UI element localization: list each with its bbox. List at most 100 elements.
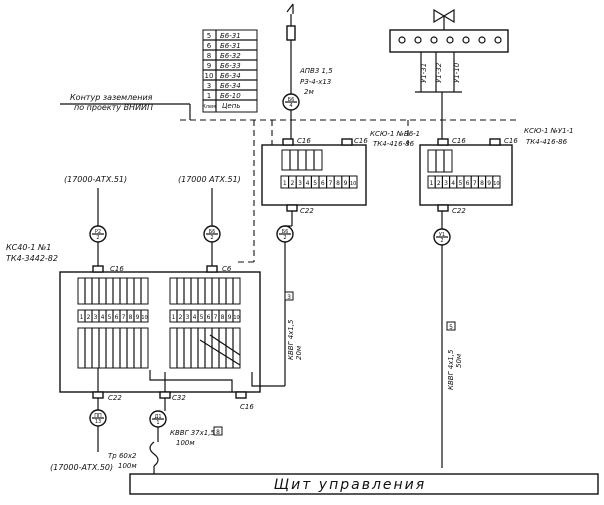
svg-text:5: 5 [458, 180, 462, 187]
box-b6-type: ТК4-416-86 [373, 140, 415, 148]
svg-text:13: 13 [95, 419, 101, 425]
svg-text:ПП: ПП [94, 413, 102, 419]
svg-text:С22: С22 [300, 207, 314, 215]
table-row-3-circuit: Б6-33 [220, 62, 241, 70]
cable-top-label: АПВ3 1,5 [299, 67, 333, 75]
svg-text:2: 2 [210, 235, 213, 241]
table-row-1-circuit: Б6-31 [220, 42, 241, 50]
bottom-left-feed: ПП 13 (17000-АТХ.50) [50, 398, 113, 472]
sensor-label-2: У1-32 [435, 62, 443, 83]
box-b6-terminal-strip: 1 2 3 4 5 6 7 8 9 10 [280, 175, 358, 189]
cable-length-50: 50м [455, 353, 463, 368]
control-panel: Щит управления [129, 473, 599, 495]
table-row-6-circuit: Б6-10 [220, 92, 241, 100]
table-row-2-circuit: Б6-32 [220, 52, 241, 60]
svg-text:Б6: Б6 [209, 229, 216, 235]
junction-box-u1: С16 С16 С22 КСЮ-1 №У1-1 ТК4-416-86 1 2 3… [419, 127, 574, 468]
cable-length-100b: 100м [118, 462, 137, 470]
svg-text:5: 5 [313, 180, 317, 187]
svg-text:9: 9 [228, 314, 232, 321]
grounding-contour: Контур заземления по проекту ВНИИП [60, 93, 520, 263]
svg-text:С16: С16 [240, 403, 254, 411]
svg-text:6: 6 [115, 314, 119, 321]
svg-text:2: 2 [87, 314, 91, 321]
table-row-5-term: 3 [207, 82, 211, 90]
svg-text:6: 6 [207, 314, 211, 321]
cable-top-spec: РЗ-4-х13 [300, 78, 331, 86]
svg-text:2: 2 [290, 180, 294, 187]
svg-text:9: 9 [344, 180, 348, 187]
svg-text:10: 10 [493, 181, 499, 187]
svg-text:4: 4 [306, 180, 310, 187]
svg-text:2: 2 [179, 314, 183, 321]
svg-text:2: 2 [96, 235, 99, 241]
cable-length-20: 20м [295, 345, 303, 360]
svg-text:8: 8 [221, 314, 225, 321]
svg-text:Д1: Д1 [154, 414, 161, 420]
svg-text:2: 2 [437, 180, 441, 187]
svg-text:10: 10 [141, 315, 147, 321]
box-b6-wire-tags [281, 149, 323, 171]
svg-text:С22: С22 [452, 207, 466, 215]
table-row-6-term: 1 [207, 92, 211, 100]
svg-text:4: 4 [289, 103, 292, 109]
svg-text:4: 4 [193, 314, 197, 321]
box-main-type: ТК4-3442-82 [6, 254, 58, 263]
sensor-label-1: У1-31 [420, 63, 428, 83]
svg-text:С32: С32 [172, 394, 186, 402]
svg-text:8: 8 [480, 180, 484, 187]
svg-text:7: 7 [328, 180, 332, 187]
main-terminal-strip-left: 1 2 3 4 5 6 7 8 9 10 [77, 309, 149, 323]
table-row-0-circuit: Б6-31 [220, 32, 241, 40]
cable-kvvg-37: КВВГ 37х1,5 [170, 429, 215, 437]
ref-bottom: (17000-АТХ.50) [50, 463, 113, 472]
top-sensor-line: Б6 4 АПВ3 1,5 РЗ-4-х13 2м [282, 3, 333, 145]
junction-box-b6: С16 С16 С22 КСЮ-1 №Б6-1 ТК4-416-86 1 2 3… [261, 130, 420, 386]
svg-text:С6: С6 [222, 265, 232, 273]
svg-text:У1: У1 [439, 232, 445, 238]
svg-text:6: 6 [466, 180, 470, 187]
ref-left-1: (17000-АТХ.51) [64, 175, 127, 184]
svg-text:Б6: Б6 [282, 229, 289, 235]
svg-text:5: 5 [200, 314, 204, 321]
cable-length-100a: 100м [176, 439, 195, 447]
svg-text:8: 8 [129, 314, 133, 321]
right-sensor-block: У1-31 У1-32 У1-10 [389, 8, 509, 145]
svg-text:2: 2 [283, 235, 286, 241]
cable-kvvg-50: КВВГ 4х1,5 [447, 349, 455, 390]
box-u1-terminal-strip: 1 2 3 4 5 6 7 8 9 10 [427, 175, 501, 189]
svg-text:7: 7 [214, 314, 218, 321]
junction-box-main: (17000-АТХ.51) (17000 АТХ.51) Р2 2 Б6 2 … [6, 175, 285, 411]
svg-text:1: 1 [156, 420, 159, 426]
table-row-1-term: 6 [207, 42, 212, 50]
svg-text:Р2: Р2 [95, 229, 101, 235]
box-main-title: КС40-1 №1 [6, 243, 51, 252]
bottom-mid-feed: Д1 1 КВВГ 37х1,5 8 100м Тр 60х2 100м [108, 398, 223, 474]
svg-text:1: 1 [430, 180, 434, 187]
tp-label: Тр 60х2 [108, 452, 137, 460]
table-row-4-term: 10 [205, 72, 214, 80]
svg-text:С16: С16 [452, 137, 466, 145]
svg-text:10: 10 [233, 315, 239, 321]
table-row-0-term: 5 [207, 32, 211, 40]
sensor-label-3: У1-10 [453, 62, 461, 83]
box-u1-title: КСЮ-1 №У1-1 [524, 127, 574, 135]
svg-text:С16: С16 [354, 137, 368, 145]
control-panel-label: Щит управления [274, 477, 426, 493]
svg-text:3: 3 [186, 314, 190, 321]
sensor-assembly [389, 29, 509, 53]
ground-label-1: Контур заземления [70, 93, 153, 102]
svg-text:9: 9 [487, 180, 491, 187]
table-row-4-circuit: Б6-34 [220, 72, 241, 80]
svg-text:4: 4 [451, 180, 455, 187]
box-u1-type: ТК4-416-86 [526, 138, 568, 146]
svg-text:4: 4 [101, 314, 105, 321]
svg-text:2: 2 [440, 238, 443, 244]
svg-text:7: 7 [122, 314, 126, 321]
table-row-2-term: 8 [207, 52, 211, 60]
main-tags-lower [77, 327, 241, 369]
box-u1-wire-tags [427, 149, 453, 173]
svg-text:3: 3 [298, 180, 302, 187]
